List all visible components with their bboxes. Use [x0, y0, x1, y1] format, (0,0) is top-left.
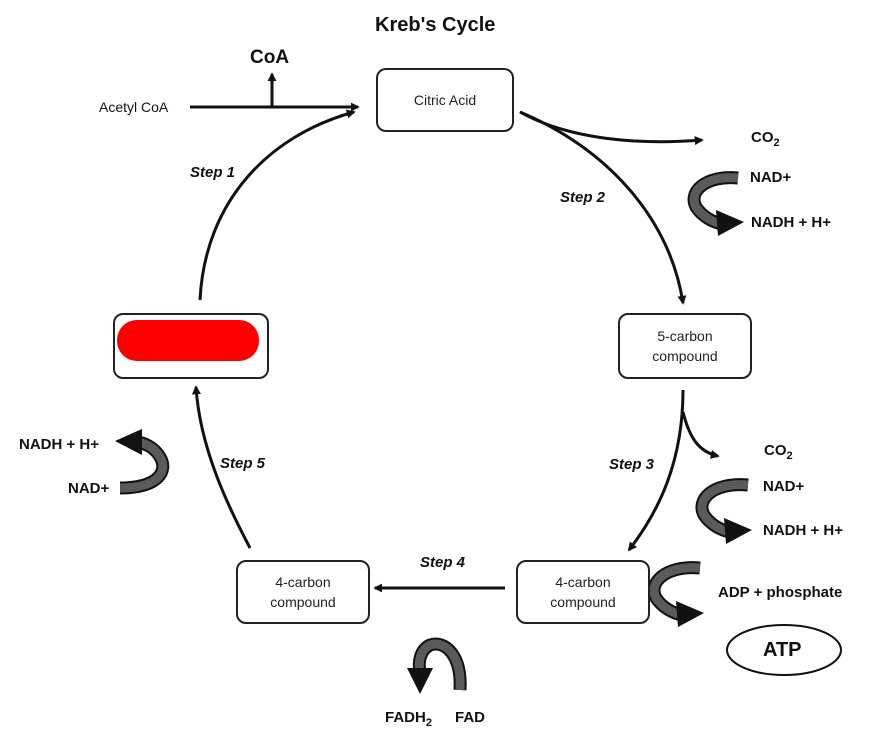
step2-arrow [519, 110, 687, 305]
fad-label: FAD [455, 709, 485, 726]
coa-label: CoA [250, 47, 290, 68]
step3-co2-label: CO2 [764, 442, 793, 462]
adp-phosphate-label: ADP + phosphate [718, 584, 843, 601]
step-4-label: Step 4 [420, 554, 466, 571]
step3-arrow [627, 389, 685, 552]
step2-nad-curved-arrow [687, 171, 744, 236]
page-title: Kreb's Cycle [375, 14, 496, 36]
acetyl-coa-label: Acetyl CoA [99, 99, 169, 115]
step5-arrow [191, 385, 252, 549]
step2-co2-label: CO2 [751, 129, 780, 149]
step2-nad-label: NAD+ [750, 169, 792, 186]
redaction-blob [117, 320, 259, 361]
citric-acid-box: Citric Acid [376, 68, 514, 132]
four-carbon-right-box: 4-carbon compound [516, 560, 650, 624]
step-3-label: Step 3 [609, 456, 655, 473]
four-carbon-left-box: 4-carbon compound [236, 560, 370, 624]
step3-nadh-label: NADH + H+ [763, 522, 844, 539]
fadh2-label: FADH2 [385, 709, 432, 729]
step5-nadh-label: NADH + H+ [19, 436, 100, 453]
atp-label: ATP [763, 639, 802, 661]
atp-curved-arrow [647, 561, 704, 627]
step3-nad-label: NAD+ [763, 478, 805, 495]
atp-ellipse [726, 624, 842, 676]
step5-nad-curved-arrow [115, 429, 170, 495]
redacted-box [113, 313, 269, 379]
step3-nad-curved-arrow [695, 478, 752, 544]
step-1-label: Step 1 [190, 164, 236, 181]
step-5-label: Step 5 [220, 455, 266, 472]
step1-arrow [198, 109, 356, 301]
step4-fad-curved-arrow [407, 637, 467, 694]
step5-nad-label: NAD+ [68, 480, 110, 497]
five-carbon-box: 5-carbon compound [618, 313, 752, 379]
step2-nadh-label: NADH + H+ [751, 214, 832, 231]
step-2-label: Step 2 [560, 189, 606, 206]
step2-co2-arrow [519, 110, 704, 146]
step3-co2-arrow [681, 411, 720, 459]
